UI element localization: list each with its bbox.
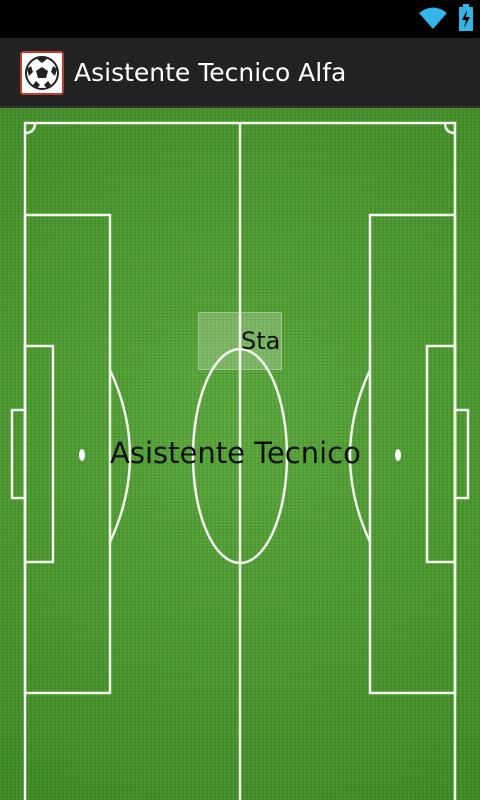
right-goal-area	[425, 344, 457, 564]
app-title: Asistente Tecnico Alfa	[74, 58, 347, 87]
status-bar	[0, 0, 480, 38]
right-goal	[453, 408, 470, 500]
action-bar: Asistente Tecnico Alfa	[0, 38, 480, 108]
left-penalty-area	[23, 213, 112, 695]
start-button-label: Start	[241, 327, 281, 355]
start-button[interactable]: Start	[198, 312, 282, 370]
left-goal-area	[23, 344, 55, 564]
soccer-field: Start Asistente Tecnico	[0, 108, 480, 800]
center-circle	[191, 347, 289, 565]
right-penalty-spot	[395, 449, 401, 461]
right-penalty-area	[368, 213, 457, 695]
right-penalty-arc	[348, 369, 372, 543]
left-penalty-spot	[79, 449, 85, 461]
wifi-icon	[418, 5, 448, 35]
battery-charging-icon	[458, 4, 474, 36]
left-goal	[10, 408, 27, 500]
field-lines	[10, 121, 470, 800]
corner-arc	[443, 122, 456, 135]
status-icons	[418, 4, 474, 36]
soccer-ball-icon[interactable]	[20, 51, 64, 95]
left-penalty-arc	[108, 369, 132, 543]
corner-arc	[24, 122, 37, 135]
center-title: Asistente Tecnico	[110, 436, 361, 470]
